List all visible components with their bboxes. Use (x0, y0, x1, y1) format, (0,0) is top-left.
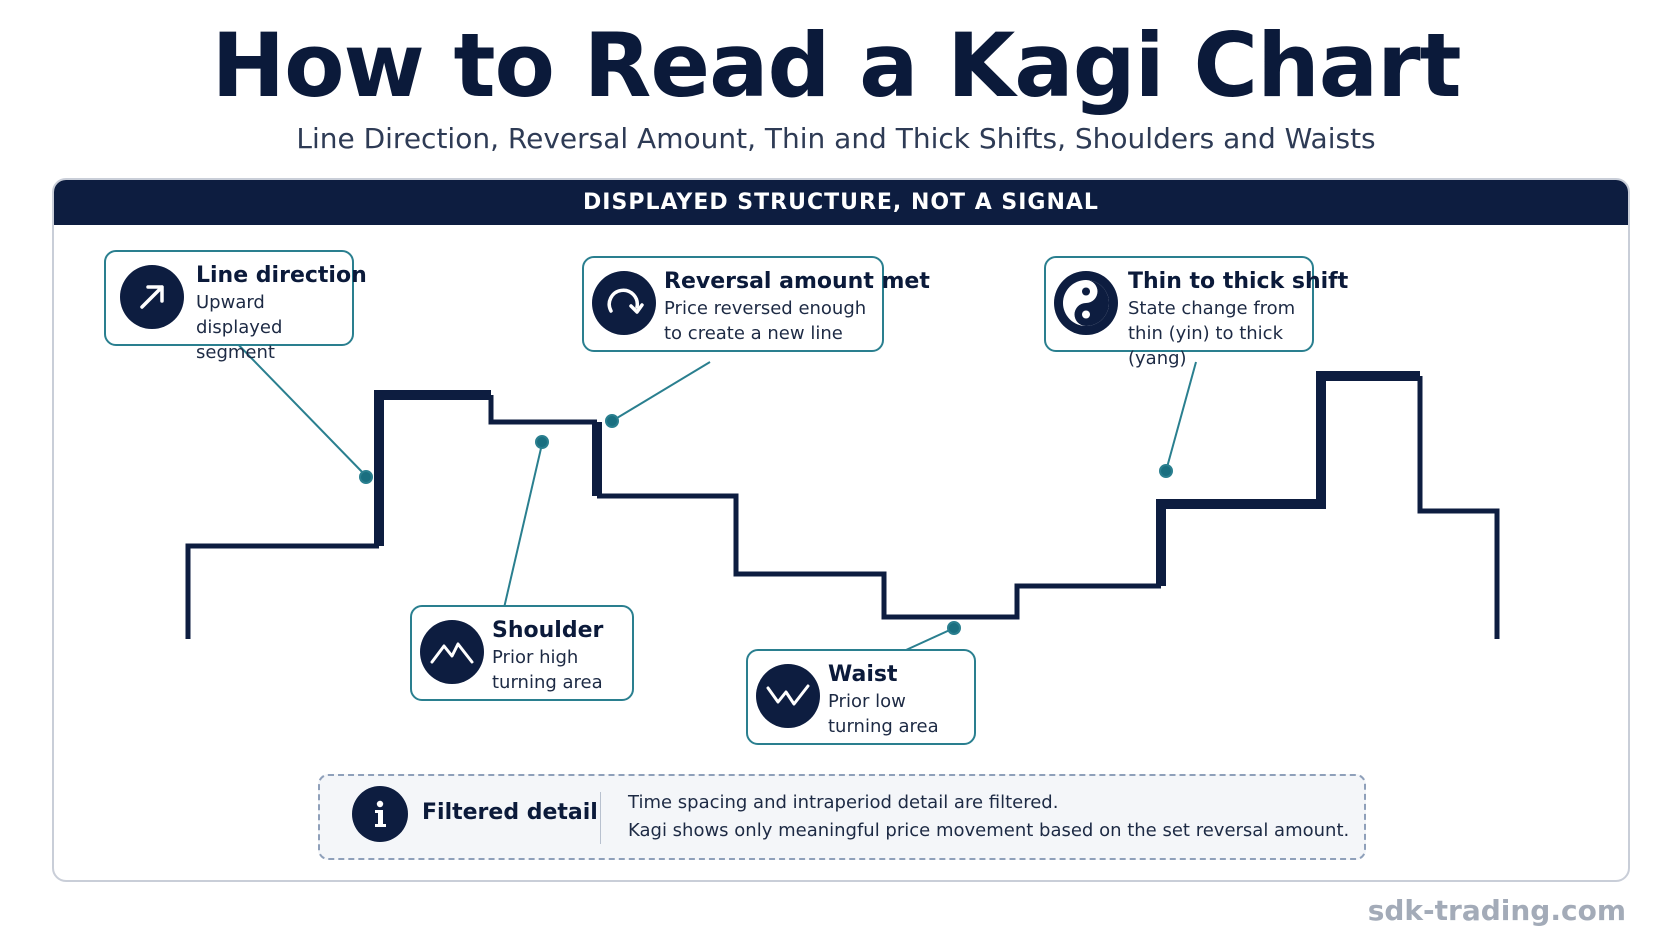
callout-waist: Waist Prior low turning area (746, 649, 976, 745)
kagi-line-thin (488, 395, 597, 425)
note-title: Filtered detail (422, 800, 598, 825)
callout-thin-thick: Thin to thick shift State change from th… (1044, 256, 1349, 369)
callout-title: Line direction (196, 263, 367, 288)
kagi-line-thick (374, 390, 491, 546)
leader-line-direction (225, 331, 367, 477)
kagi-diagram (185, 331, 1500, 651)
callout-desc: State change from thin (yin) to thick (y… (1128, 298, 1296, 369)
marker-line-direction (359, 470, 373, 484)
marker-thin-thick (1159, 464, 1173, 478)
marker-reversal (605, 414, 619, 428)
callout-shoulder: Shoulder Prior high turning area (410, 605, 634, 701)
panel-header: DISPLAYED STRUCTURE, NOT A SIGNAL (54, 180, 1628, 225)
arrow-up-right-icon (120, 265, 184, 329)
brand-watermark[interactable]: sdk-trading.com (1367, 894, 1626, 927)
page-title: How to Read a Kagi Chart (211, 14, 1461, 117)
callout-title: Waist (828, 662, 898, 687)
yin-yang-icon (1054, 271, 1118, 335)
kagi-line-thin (185, 543, 379, 639)
marker-shoulder (535, 435, 549, 449)
marker-waist (947, 621, 961, 635)
callout-title: Shoulder (492, 618, 604, 643)
callout-desc: Prior low turning area (828, 691, 939, 737)
page-subtitle: Line Direction, Reversal Amount, Thin an… (296, 122, 1376, 155)
leader-reversal (611, 361, 711, 422)
note-line-1: Time spacing and intraperiod detail are … (628, 792, 1059, 813)
kagi-line-thin (1417, 376, 1500, 639)
callout-line-direction: Line direction Upward displayed segment (104, 250, 367, 363)
diagram-panel: DISPLAYED STRUCTURE, NOT A SIGNAL (52, 178, 1630, 882)
reversal-arrow-icon (592, 271, 656, 335)
mountain-peak-icon (420, 620, 484, 684)
callout-desc: Prior high turning area (492, 647, 603, 693)
callout-desc: Upward displayed segment (196, 292, 283, 363)
kagi-line-thick (1156, 371, 1420, 586)
kagi-line-thin (597, 493, 1161, 620)
info-icon (352, 786, 408, 842)
note-divider (600, 792, 601, 844)
callout-reversal-amount: Reversal amount met Price reversed enoug… (582, 256, 930, 352)
callout-desc: Price reversed enough to create a new li… (664, 298, 867, 344)
note-line-2: Kagi shows only meaningful price movemen… (628, 820, 1350, 841)
callout-title: Reversal amount met (664, 269, 930, 294)
zigzag-icon (756, 664, 820, 728)
leader-waist (905, 628, 953, 651)
filtered-detail-note: Filtered detail Time spacing and intrape… (318, 774, 1366, 860)
leader-thin-thick (1165, 361, 1197, 472)
callout-title: Thin to thick shift (1128, 269, 1349, 294)
leader-shoulder (503, 443, 543, 609)
